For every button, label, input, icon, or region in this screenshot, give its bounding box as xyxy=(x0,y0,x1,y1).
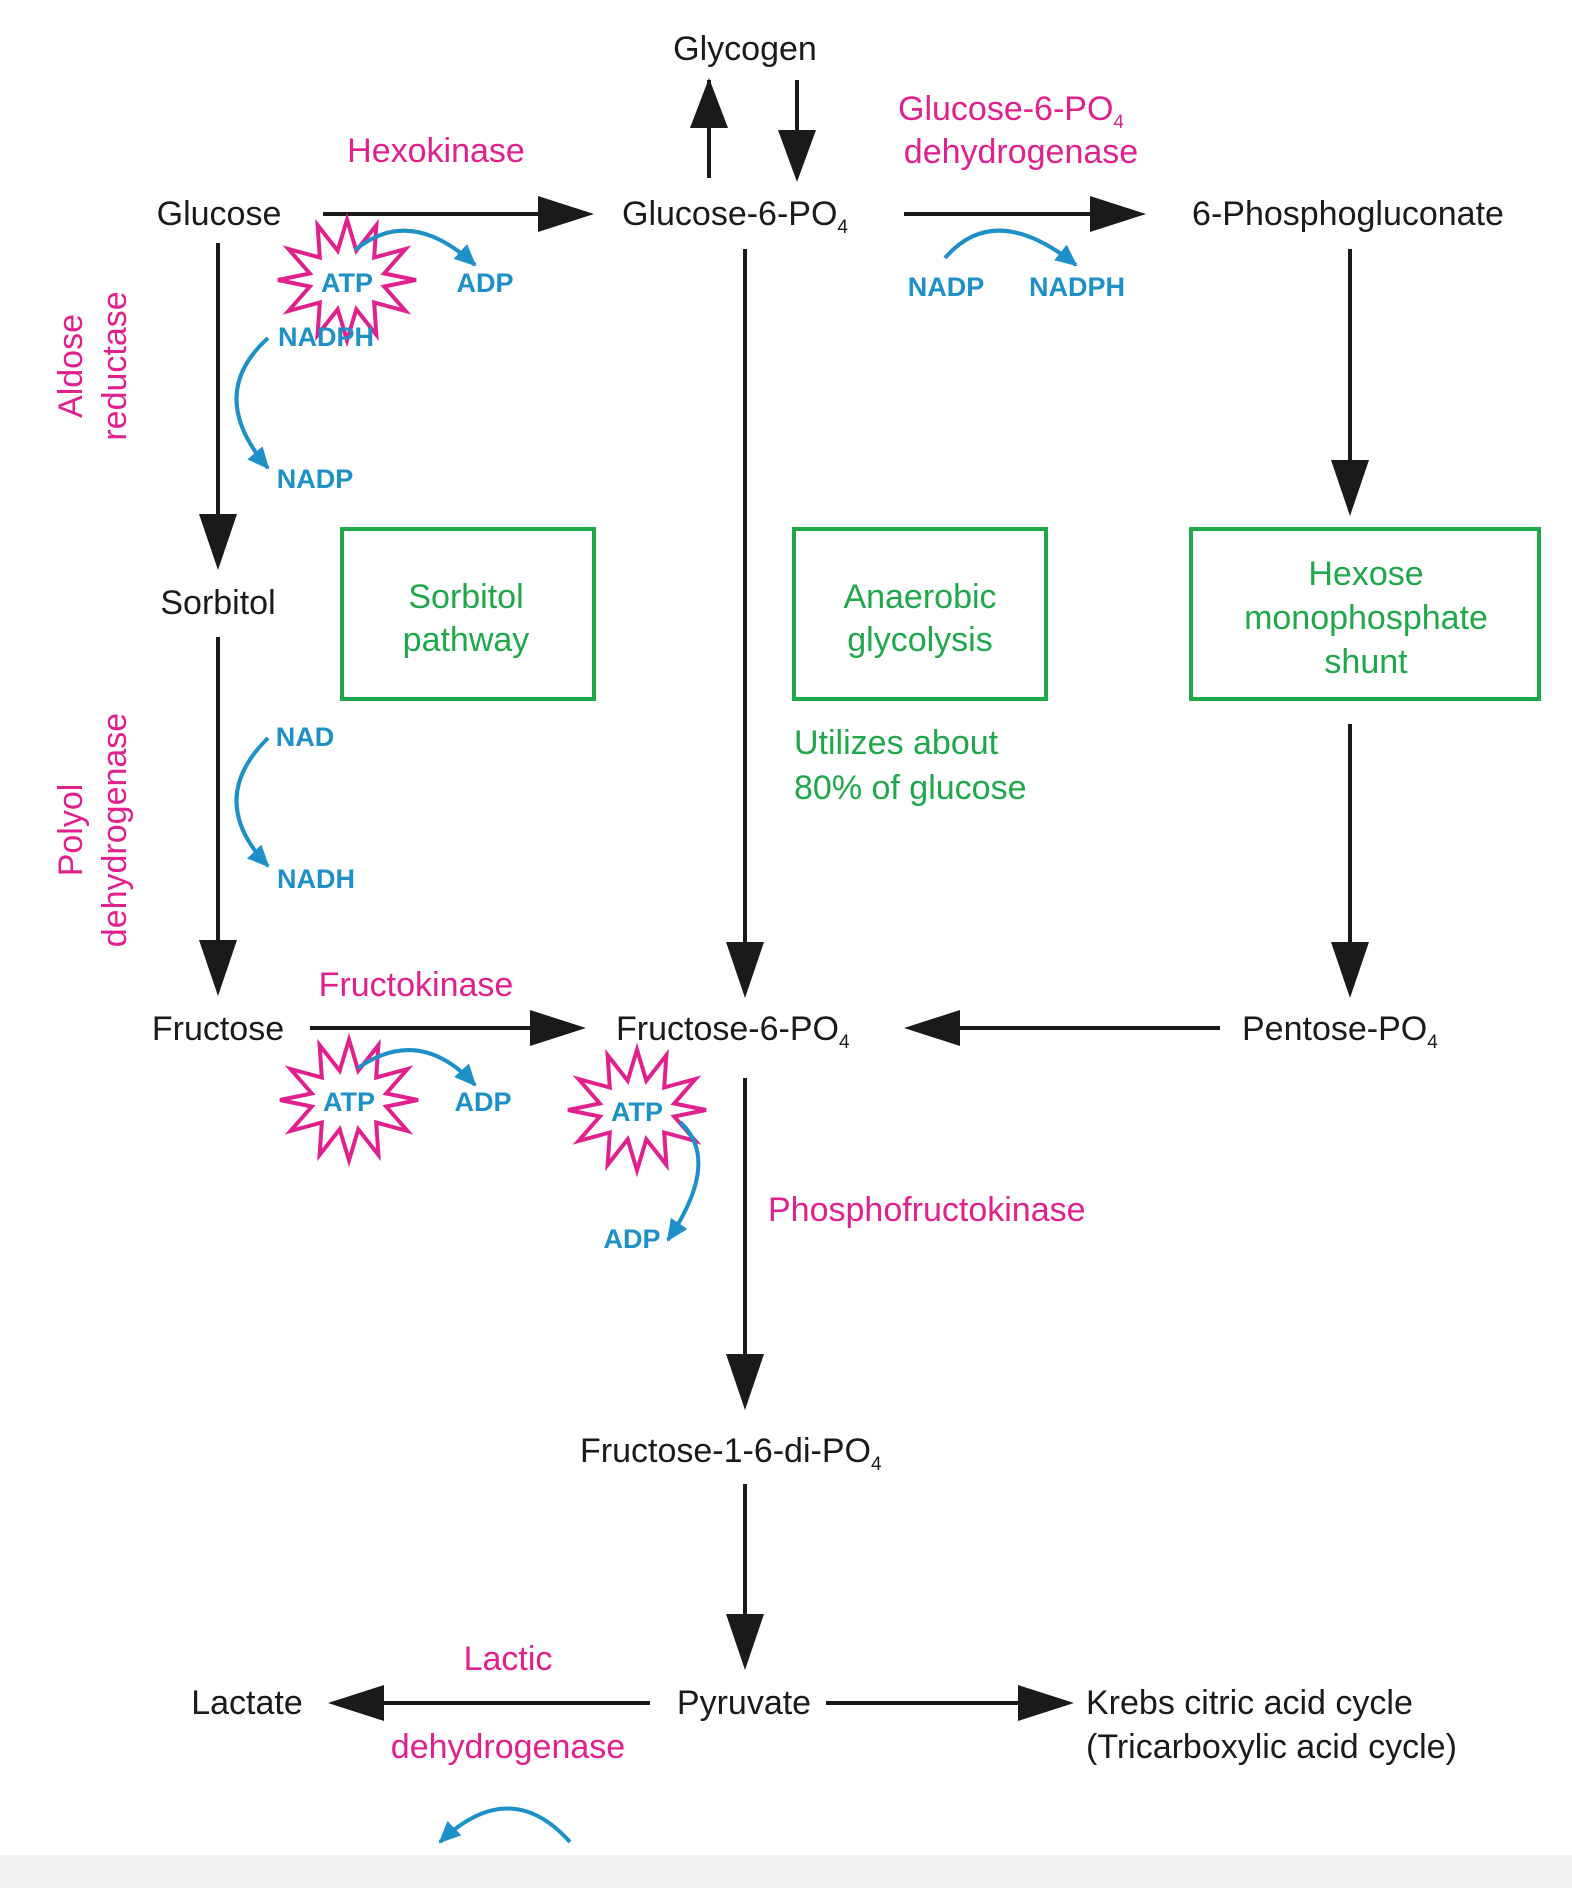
nad-label: NAD xyxy=(276,722,335,752)
arrowhead xyxy=(778,130,816,182)
nadh-nad-curve xyxy=(438,1806,572,1844)
arrowhead xyxy=(1090,196,1146,232)
bottom-shade xyxy=(0,1855,1572,1888)
pentose-phosphate-label: Pentose-PO4 xyxy=(1242,1010,1438,1053)
sorbitol-label: Sorbitol xyxy=(160,584,275,622)
krebs-cycle-label: Krebs citric acid cycle xyxy=(1086,1684,1413,1722)
arrowhead xyxy=(328,1685,384,1721)
hmp-shunt-box xyxy=(1189,527,1541,701)
anaerobic-glycolysis-line1: Anaerobic xyxy=(843,578,996,616)
arrowhead xyxy=(199,514,237,570)
arrowhead xyxy=(1018,1685,1074,1721)
arrowhead xyxy=(199,940,237,996)
glycogen-label: Glycogen xyxy=(673,30,817,68)
anaerobic-glycolysis-box xyxy=(792,527,1048,701)
fructokinase-label: Fructokinase xyxy=(319,966,514,1004)
arrowhead xyxy=(538,196,594,232)
adp-label: ADP xyxy=(456,268,513,298)
polyol-dehydrogenase-line1: Polyol xyxy=(52,784,90,877)
fructose-label: Fructose xyxy=(152,1010,284,1048)
pathway-labels: Sorbitol pathway Anaerobic glycolysis He… xyxy=(403,555,1488,807)
g6pd-label-line2: dehydrogenase xyxy=(904,133,1138,171)
enzymes: Hexokinase Glucose-6-PO4 dehydrogenase A… xyxy=(52,90,1138,1766)
glucose-utilization-note-line1: Utilizes about xyxy=(794,724,999,762)
sorbitol-pathway-box xyxy=(340,527,596,701)
g6pd-label-line1: Glucose-6-PO4 xyxy=(898,90,1124,133)
nadp-nadph-curve xyxy=(943,228,1078,267)
atp-starbursts xyxy=(277,212,707,1178)
lactic-dehydrogenase-line1: Lactic xyxy=(464,1640,553,1678)
arrowhead xyxy=(726,1354,764,1410)
nadph-label: NADPH xyxy=(1029,272,1125,302)
nadph-nadp-curve xyxy=(234,336,270,470)
nadp-label: NADP xyxy=(277,464,354,494)
atp-starburst-icon xyxy=(567,1042,707,1178)
hmp-shunt-line3: shunt xyxy=(1324,643,1408,681)
aldose-reductase-line2: reductase xyxy=(96,291,134,440)
atp-label: ATP xyxy=(321,268,373,298)
fructose-6-phosphate-label: Fructose-6-PO4 xyxy=(616,1010,850,1053)
pyruvate-label: Pyruvate xyxy=(677,1684,811,1722)
tca-cycle-label: (Tricarboxylic acid cycle) xyxy=(1086,1728,1457,1766)
lactate-label: Lactate xyxy=(191,1684,303,1722)
arrowhead xyxy=(726,942,764,998)
reaction-arrows xyxy=(199,78,1369,1721)
atp-adp-curve xyxy=(353,228,477,267)
arrowhead xyxy=(1331,942,1369,998)
fructose-1-6-diphosphate-label: Fructose-1-6-di-PO4 xyxy=(580,1432,882,1475)
metabolites: Glycogen Glucose Glucose-6-PO4 6-Phospho… xyxy=(152,30,1504,1766)
hmp-shunt-line1: Hexose xyxy=(1308,555,1423,593)
phosphogluconate-label: 6-Phosphogluconate xyxy=(1192,195,1504,233)
glucose-6-phosphate-label: Glucose-6-PO4 xyxy=(622,195,848,238)
glucose-utilization-note-line2: 80% of glucose xyxy=(794,769,1027,807)
sorbitol-pathway-line2: pathway xyxy=(403,621,530,659)
atp-adp-curve xyxy=(356,1048,477,1087)
phosphofructokinase-label: Phosphofructokinase xyxy=(768,1191,1086,1229)
arrowhead xyxy=(726,1614,764,1670)
glucose-label: Glucose xyxy=(157,195,282,233)
pathway-boxes xyxy=(340,527,1541,701)
cofactor-curves xyxy=(234,228,1078,1844)
atp-adp-curve xyxy=(666,1120,701,1242)
lactic-dehydrogenase-line2: dehydrogenase xyxy=(391,1728,625,1766)
nadp-label: NADP xyxy=(908,272,985,302)
anaerobic-glycolysis-line2: glycolysis xyxy=(847,621,992,659)
arrowhead xyxy=(904,1010,960,1046)
aldose-reductase-line1: Aldose xyxy=(52,314,90,418)
atp-starburst-icon xyxy=(279,1032,419,1168)
sorbitol-pathway-line1: Sorbitol xyxy=(408,578,523,616)
polyol-dehydrogenase-line2: dehydrogenase xyxy=(96,713,134,947)
arrowhead xyxy=(1331,460,1369,516)
atp-starburst-icon xyxy=(277,212,417,348)
nad-nadh-curve xyxy=(234,736,270,868)
nadph-label: NADPH xyxy=(278,322,374,352)
hmp-shunt-line2: monophosphate xyxy=(1244,599,1488,637)
atp-label: ATP xyxy=(323,1087,375,1117)
hexokinase-label: Hexokinase xyxy=(347,132,525,170)
adp-label: ADP xyxy=(603,1224,660,1254)
arrowhead xyxy=(530,1010,586,1046)
atp-label: ATP xyxy=(611,1097,663,1127)
arrowhead xyxy=(690,78,728,128)
nadh-label: NADH xyxy=(277,864,355,894)
adp-label: ADP xyxy=(454,1087,511,1117)
